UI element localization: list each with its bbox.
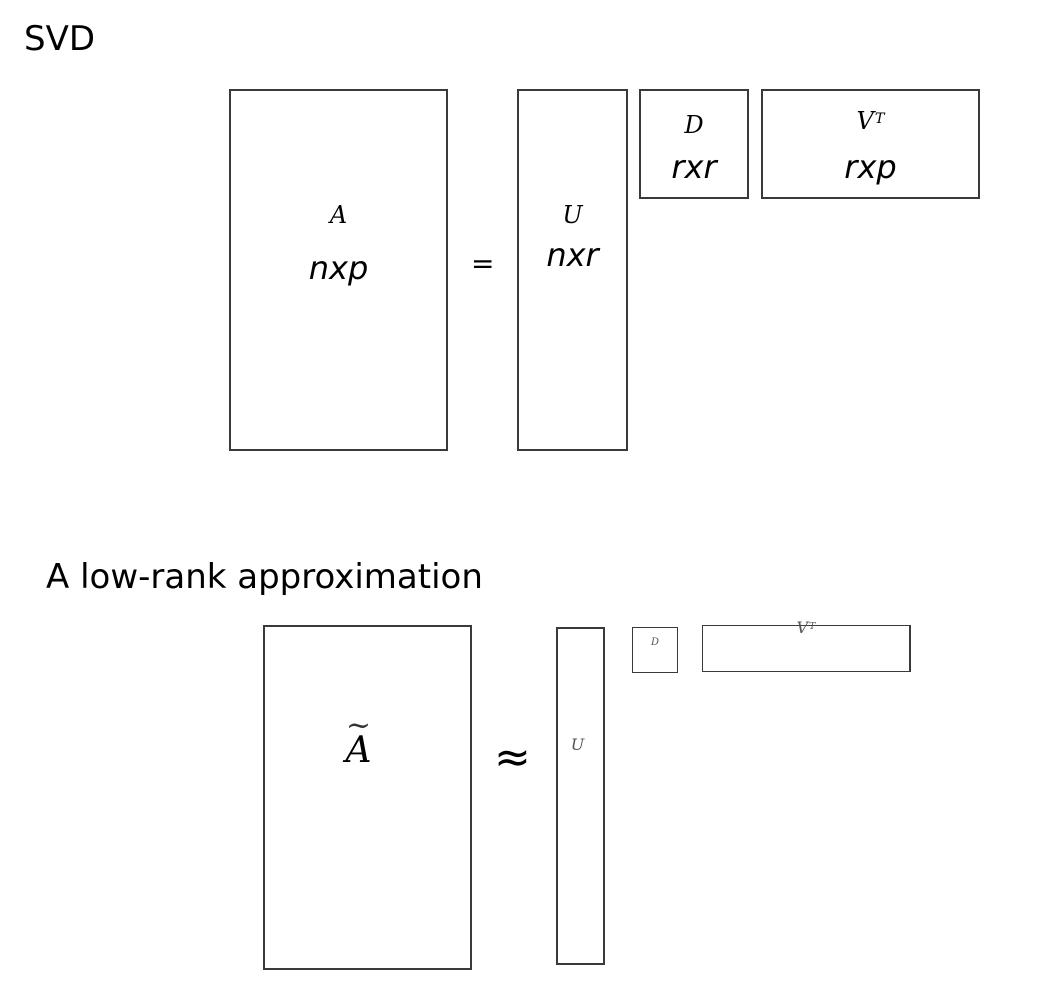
equals-sign: = <box>471 247 495 280</box>
approx-matrix-u-box: U <box>556 627 605 965</box>
svd-heading: SVD <box>24 19 96 59</box>
matrix-vt-dims: rxp <box>844 148 897 186</box>
matrix-a-box: A nxp <box>229 89 448 451</box>
matrix-a-symbol: A <box>329 201 348 229</box>
approx-heading: A low-rank approximation <box>46 557 483 597</box>
matrix-d-dims: rxr <box>671 148 717 186</box>
approx-sign: ≈ <box>494 732 531 783</box>
approx-matrix-vt-box: VT <box>702 620 911 672</box>
matrix-d-box: D rxr <box>639 89 749 199</box>
matrix-u-box: U nxr <box>517 89 628 451</box>
approx-matrix-vt-letter: V <box>796 618 809 637</box>
matrix-u-dims: nxr <box>546 236 599 274</box>
matrix-vt-letter: V <box>856 107 874 135</box>
approx-matrix-vt-superscript: T <box>809 620 816 632</box>
approx-matrix-a-symbol: A <box>345 730 372 771</box>
approx-matrix-a-box: ~ A <box>263 625 472 970</box>
approx-matrix-d-box: D <box>632 627 678 673</box>
approx-matrix-d-symbol: D <box>650 637 660 648</box>
matrix-u-symbol: U <box>562 201 583 229</box>
matrix-vt-symbol: VT <box>763 109 978 133</box>
matrix-vt-superscript: T <box>874 110 885 127</box>
approx-matrix-u-symbol: U <box>570 735 585 754</box>
matrix-a-dims: nxp <box>308 249 369 287</box>
approx-matrix-a-tilde: ~ <box>345 708 372 743</box>
approx-matrix-vt-symbol: VT <box>703 620 909 636</box>
matrix-d-symbol: D <box>684 111 704 139</box>
matrix-vt-box: VT rxp <box>761 89 980 199</box>
